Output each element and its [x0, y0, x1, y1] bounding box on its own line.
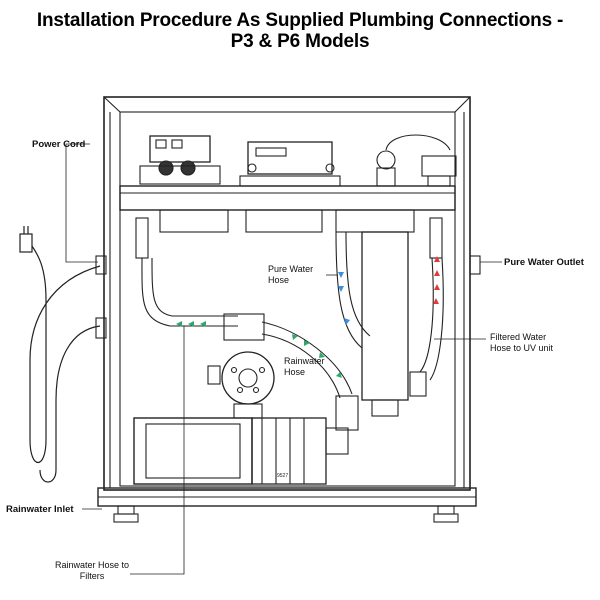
- rainwater-inlet-label: Rainwater Inlet: [6, 504, 74, 515]
- rainwater-hose-line1: Rainwater: [284, 356, 325, 366]
- filter-housing-1: [159, 209, 229, 233]
- cabinet-inner-frame: [119, 111, 456, 487]
- rainwater-hose-label: Rainwater Hose: [284, 356, 325, 378]
- foot-left: [117, 505, 135, 515]
- pure-water-flow-arrows: [338, 272, 350, 325]
- filtered-water-hose-line2: Hose to UV unit: [490, 343, 554, 353]
- filtered-water-hose-line1: Filtered Water: [490, 332, 547, 342]
- filter-housing-2: [245, 209, 323, 233]
- rainwater-hose-filters-line1: Rainwater Hose to: [54, 560, 130, 570]
- foot-right: [437, 505, 455, 515]
- top-shelf: [119, 185, 456, 211]
- pump-motor: [133, 417, 253, 485]
- pure-water-hose: [335, 231, 363, 349]
- power-plug: [19, 233, 33, 253]
- rainwater-hose-inlet: [141, 257, 238, 327]
- rainwater-hose-line2: Hose: [284, 367, 306, 377]
- rainwater-hose-filters-line2: Filters: [79, 571, 105, 581]
- pump-stamp: 9527: [277, 473, 288, 479]
- pure-water-hose-line2: Hose: [268, 275, 290, 285]
- power-cord-label: Power Cord: [32, 139, 86, 150]
- pressure-tank: [221, 351, 275, 405]
- uv-unit: [361, 231, 409, 401]
- filtered-water-hose-label: Filtered Water Hose to UV unit: [490, 332, 553, 354]
- title-line-1: Installation Procedure As Supplied Plumb…: [36, 10, 564, 31]
- controller-box: [247, 141, 333, 175]
- inlet-hose-cable: [39, 325, 101, 483]
- rainwater-hose-upper: [261, 321, 353, 395]
- filtered-water-hose: [419, 257, 434, 373]
- pure-water-outlet-label: Pure Water Outlet: [504, 257, 584, 268]
- cabinet-frame: [103, 96, 471, 491]
- page-title: Installation Procedure As Supplied Plumb…: [0, 10, 600, 52]
- filter-housing-3: [335, 209, 415, 233]
- rainwater-flow-arrows: [176, 321, 342, 378]
- pure-water-hose-label: Pure Water Hose: [268, 264, 313, 286]
- filtered-water-flow-arrows: [433, 256, 440, 304]
- rainwater-hose-filters-label: Rainwater Hose to Filters: [46, 560, 138, 582]
- pure-water-hose-line1: Pure Water: [268, 264, 314, 274]
- switch-block: [149, 135, 211, 163]
- title-line-2: P3 & P6 Models: [230, 31, 370, 52]
- power-cord-cable: [27, 239, 101, 463]
